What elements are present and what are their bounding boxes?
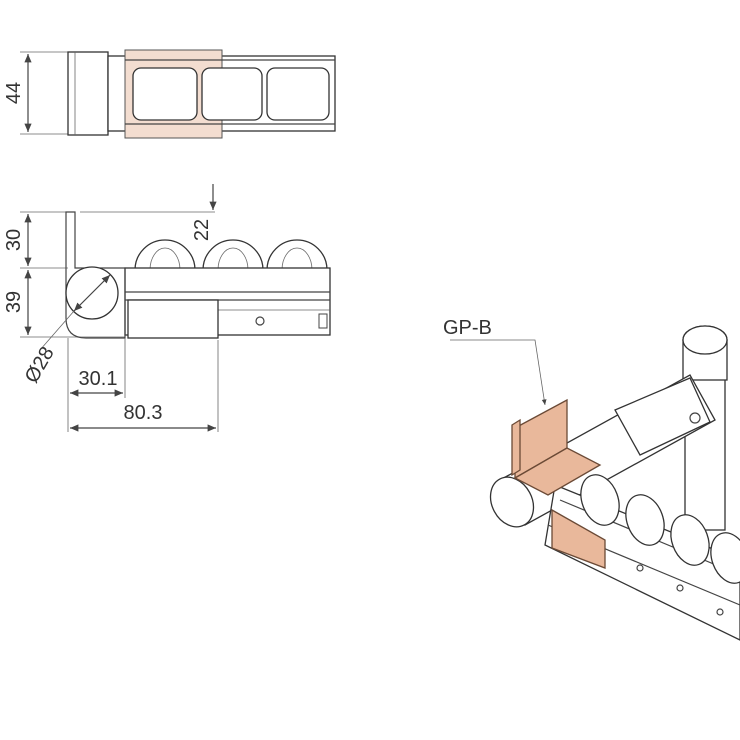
roller (670, 514, 710, 566)
roller (625, 494, 665, 546)
pipe-diameter-label: Ø28 (21, 343, 59, 387)
roller-height-dim-label: 22 (191, 219, 213, 241)
pipe-offset-label: 30.1 (79, 368, 118, 390)
lower-height-dim-label: 39 (3, 291, 25, 313)
top-view: 44 (3, 49, 336, 139)
height-dim-label: 44 (3, 82, 25, 104)
bracket-profile (65, 211, 126, 339)
roller (266, 239, 328, 271)
gp-b-bracket (511, 398, 606, 569)
side-view: 30 39 22 Ø28 30.1 80.3 (3, 184, 331, 432)
part-label: GP-B (443, 317, 492, 339)
roller (580, 474, 620, 526)
roller (266, 67, 330, 121)
end-cap (67, 51, 109, 136)
roller (134, 239, 196, 271)
total-width-label: 80.3 (124, 402, 163, 424)
upper-height-dim-label: 30 (3, 229, 25, 251)
roller (201, 67, 263, 121)
roller (202, 239, 264, 271)
iso-view: GP-B (443, 317, 740, 641)
roller (132, 67, 198, 121)
